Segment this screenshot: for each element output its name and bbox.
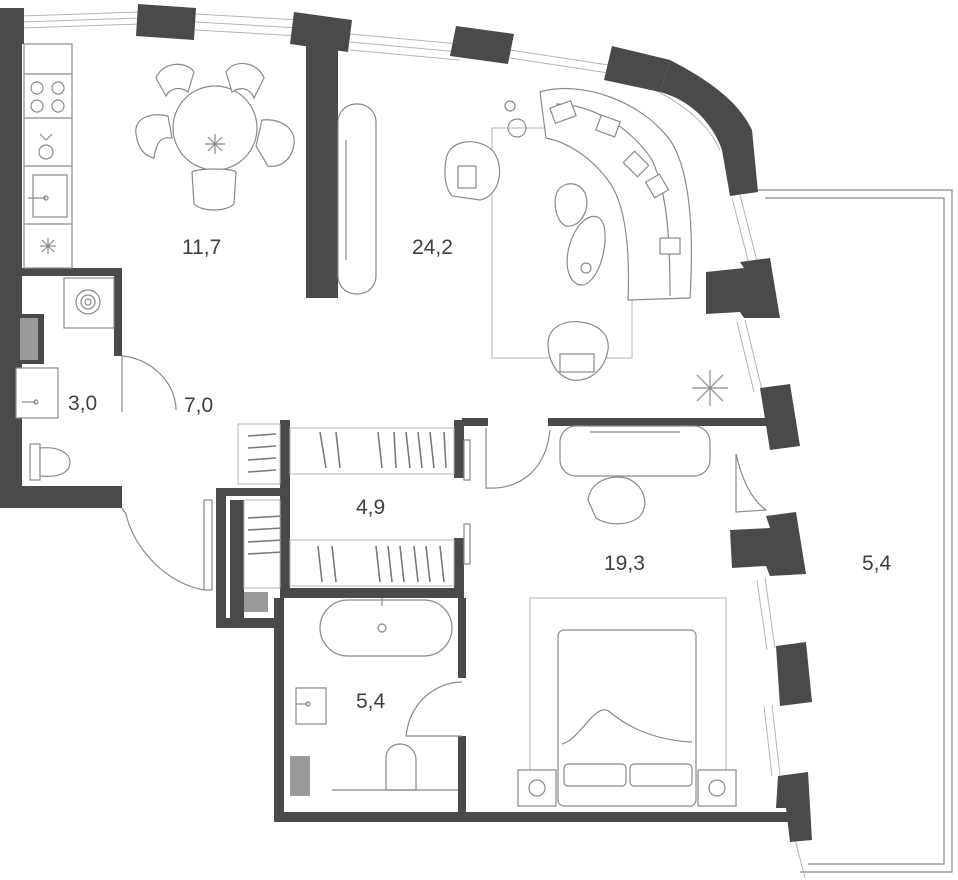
balcony	[758, 189, 953, 873]
bed-icon	[557, 629, 697, 807]
room-area-hall: 7,0	[184, 394, 213, 417]
hangers-bottom	[247, 515, 445, 583]
dining-table-icon	[135, 62, 295, 211]
room-area-bathroom: 5,4	[356, 690, 386, 713]
toilet-icon	[385, 743, 417, 791]
sofa-icon	[539, 88, 692, 301]
bathtub-icon	[319, 598, 453, 657]
washing-machine-icon	[75, 289, 101, 315]
room-area-wc: 3,0	[68, 392, 97, 415]
bedroom	[517, 425, 737, 807]
stove-icon	[30, 81, 65, 113]
toilet-icon	[29, 443, 71, 481]
hangers-top	[247, 431, 447, 473]
room-area-wardrobe: 4,9	[356, 496, 385, 519]
table-plant-icon	[205, 134, 225, 154]
room-area-kitchen: 11,7	[182, 236, 221, 259]
hall	[121, 428, 768, 591]
dishwasher-icon	[38, 133, 54, 160]
plant-icon	[692, 370, 728, 406]
room-labels: 11,7 24,2 3,0 7,0 4,9 19,3 5,4 5,4	[68, 236, 892, 713]
room-area-balcony: 5,4	[862, 552, 892, 575]
room-area-living: 24,2	[412, 236, 453, 259]
bathroom	[290, 598, 463, 796]
room-area-bedroom: 19,3	[604, 552, 645, 575]
wc	[14, 277, 177, 481]
fridge-icon	[40, 238, 56, 254]
sink-icon	[22, 399, 39, 405]
sink-icon	[28, 174, 68, 218]
sink-icon	[296, 701, 311, 707]
kitchen	[23, 43, 295, 269]
living-room	[337, 88, 728, 406]
wardrobe	[237, 423, 471, 612]
walls	[0, 4, 812, 842]
